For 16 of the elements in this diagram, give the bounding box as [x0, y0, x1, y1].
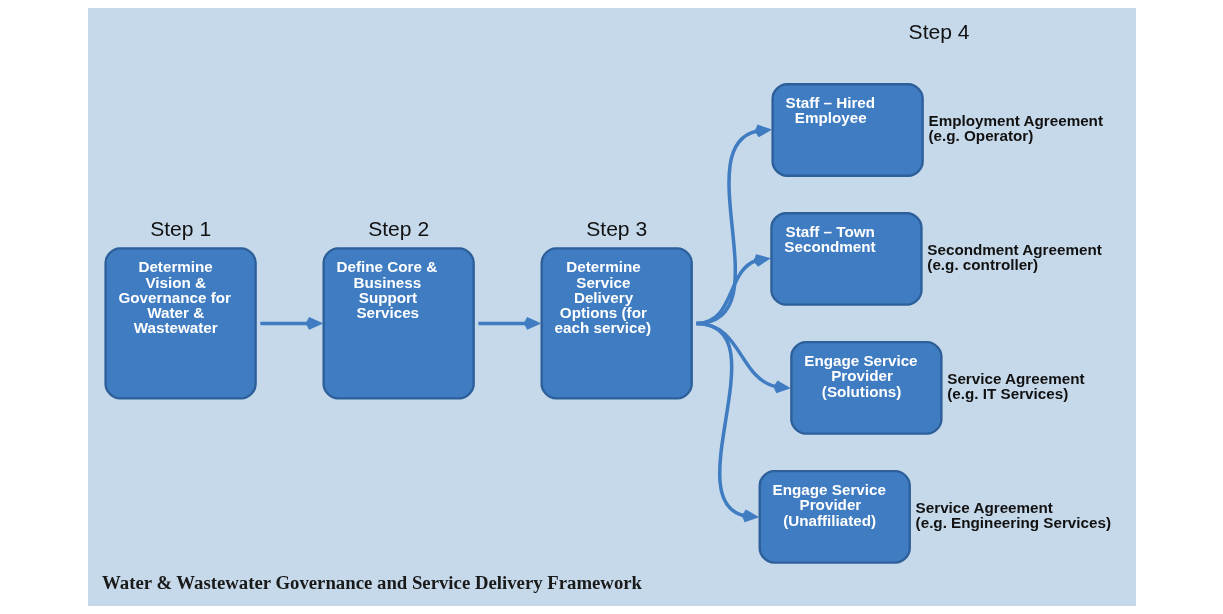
caption: Water & Wastewater Governance and Service Delivery Framework: [101, 572, 642, 594]
node-label: Secondment Agreement: [926, 240, 1102, 258]
node-label: Service Agreement: [915, 498, 1053, 516]
node-label: (e.g. Operator): [928, 127, 1033, 145]
arrow: [259, 316, 321, 330]
node-label: Step 2: [367, 216, 429, 240]
label: Step 4: [908, 20, 970, 44]
arrow: [695, 254, 768, 326]
node-label: Employment Agreement: [928, 111, 1103, 129]
arrow: [695, 321, 757, 523]
arrow: [695, 124, 770, 326]
node-label: (e.g. controller): [926, 255, 1038, 273]
arrow: [477, 316, 539, 330]
node-label: Step 1: [149, 216, 211, 240]
node-label: Step 3: [585, 216, 647, 240]
node-label: Service Agreement: [946, 369, 1085, 387]
